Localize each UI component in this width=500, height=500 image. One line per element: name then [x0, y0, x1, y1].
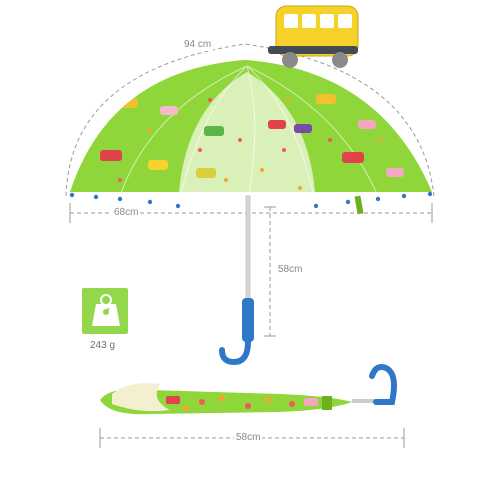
weight-icon	[82, 288, 128, 334]
shaft-dimension	[264, 206, 276, 337]
umbrella-canopy	[69, 60, 433, 215]
umbrella-handle	[219, 298, 254, 366]
arc-dimension-line	[65, 43, 435, 197]
car-pattern	[100, 94, 404, 178]
umbrella-shaft	[245, 195, 251, 301]
dot-pattern	[118, 98, 382, 190]
folded-dimension	[99, 428, 405, 448]
width-dimension	[69, 203, 433, 223]
arc-dimension-label: 94 cm	[182, 39, 214, 51]
folded-dimension-label: 58cm	[234, 432, 263, 444]
folded-umbrella	[100, 364, 397, 415]
weight-label: 243 g	[90, 340, 116, 351]
school-bus-topper	[268, 5, 359, 68]
shaft-dimension-label: 58cm	[276, 264, 305, 276]
width-dimension-label: 68cm	[112, 207, 141, 219]
